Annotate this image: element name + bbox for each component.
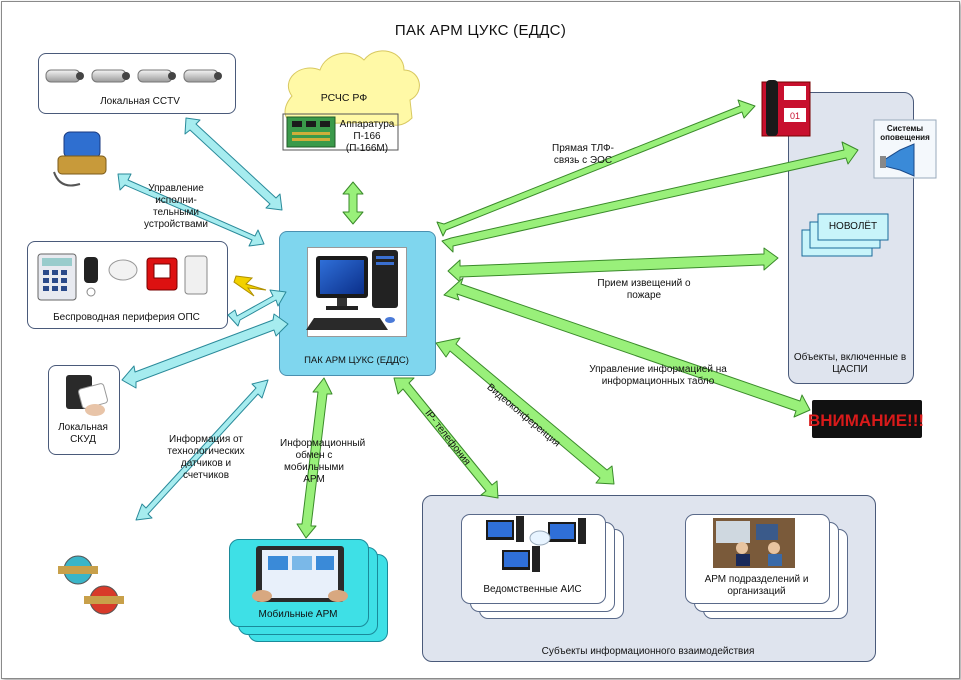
cloud-shape xyxy=(284,50,420,126)
novolet-label: НОВОЛЁТ xyxy=(828,221,878,232)
arrow-actuators xyxy=(117,173,265,247)
cctv-label: Локальная CCTV xyxy=(100,96,180,107)
led-board-text: ВНИМАНИЕ!!! xyxy=(808,411,924,430)
arrow-video xyxy=(435,337,615,485)
computer-image xyxy=(306,250,398,330)
alarm-label: Прием извещений о пожаре xyxy=(597,278,691,301)
boards-label: Управление информацией на информационных… xyxy=(589,364,727,387)
ais-network-image xyxy=(486,516,586,572)
apparatus-label: Аппаратура П-166 (П-166М) xyxy=(339,119,395,154)
mobile-label: Мобильные АРМ xyxy=(258,609,338,620)
sirena-label: Системы оповещения xyxy=(880,124,930,142)
skud-card-image xyxy=(66,375,108,416)
wireless-devices-image xyxy=(37,253,208,301)
valve-actuator-image xyxy=(53,131,107,187)
cctv-box xyxy=(38,53,236,114)
skud-label-line1: Локальная xyxy=(58,422,108,433)
novolet-cards xyxy=(801,213,889,257)
arrow-cloud-center xyxy=(342,181,364,225)
siren-image xyxy=(873,119,937,179)
arrow-boards xyxy=(443,277,811,418)
arrow-tlf xyxy=(436,99,756,237)
orgs-label: АРМ подразделений и организаций xyxy=(704,574,809,597)
ais-label: Ведомственные АИС xyxy=(483,584,582,595)
rschs-label: РСЧС РФ xyxy=(320,92,368,104)
led-board-image xyxy=(812,400,922,438)
operators-photo-image xyxy=(713,518,795,568)
actuators-label: Управление исполни-тельными устройствами xyxy=(144,183,208,230)
apparatus-frame xyxy=(282,113,399,151)
arrow-mobile xyxy=(296,377,333,539)
phone-number-text: 01 xyxy=(790,111,800,121)
arrow-wireless xyxy=(227,289,287,327)
tlf-label: Прямая ТЛФ-связь с ЭОС xyxy=(552,143,614,166)
skud-label-line2: СКУД xyxy=(70,434,96,445)
cctv-cameras-image xyxy=(45,69,222,83)
arrows xyxy=(117,99,859,539)
sensors-info-label: Информация от технологических датчиков и… xyxy=(167,434,245,481)
arrow-skud xyxy=(121,313,289,389)
center-label: ПАК АРМ ЦУКС (ЕДДС) xyxy=(304,355,409,366)
arrow-ip xyxy=(393,377,499,499)
arrow-cctv xyxy=(184,117,283,211)
arrow-novolet xyxy=(447,247,779,283)
apparatus-board-image xyxy=(286,116,336,148)
wireless-lightning-icon xyxy=(233,275,267,297)
subjects-label: Субъекты информационного взаимодействия xyxy=(541,646,755,657)
mobile-exchange-label: Информационный обмен с мобильными АРМ xyxy=(280,438,366,485)
tsaspi-label: Объекты, включенные в ЦАСПИ xyxy=(793,352,907,375)
arrow-sirena xyxy=(441,141,859,253)
meters-image xyxy=(58,555,124,615)
diagram-title: ПАК АРМ ЦУКС (ЕДДС) xyxy=(394,22,567,39)
wireless-label: Беспроводная периферия ОПС xyxy=(53,312,200,323)
arrow-sensors xyxy=(135,379,269,521)
emergency-phone-image xyxy=(761,80,811,137)
tablet-image xyxy=(252,546,348,602)
